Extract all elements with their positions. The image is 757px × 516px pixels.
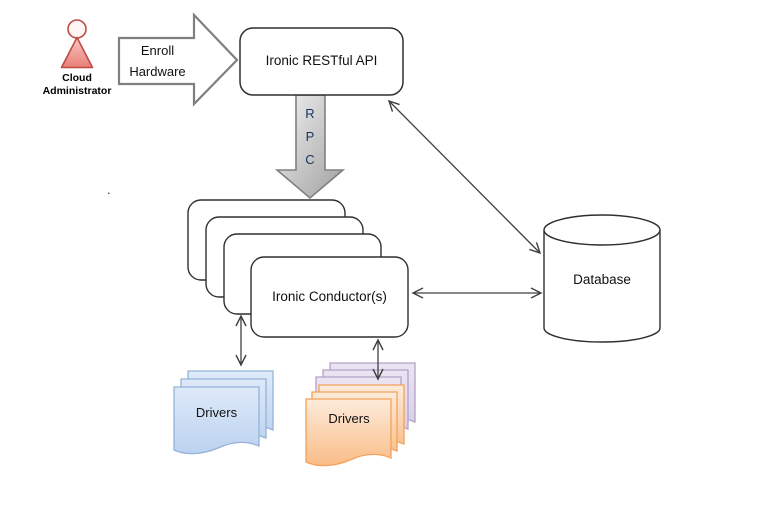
person-body: [60, 36, 94, 69]
database-body: [543, 230, 661, 343]
drivers-right-stack: [305, 362, 416, 467]
rpc-block-arrow: [274, 94, 346, 200]
person-head: [67, 19, 87, 39]
ironic-conductors-box: [250, 256, 409, 338]
ironic-conductors-stack: [187, 199, 409, 338]
database-top: [543, 214, 661, 246]
drivers-sheet: [173, 386, 260, 455]
database-cylinder: [543, 214, 661, 343]
enroll-hardware-block-arrow: [117, 12, 239, 107]
drivers-sheet-orange: [305, 398, 392, 467]
ironic-restful-api-box: [239, 27, 404, 96]
api-database-arrow: [387, 99, 542, 255]
cloud-administrator-icon: [60, 19, 94, 69]
drivers-left-stack: [173, 370, 274, 455]
